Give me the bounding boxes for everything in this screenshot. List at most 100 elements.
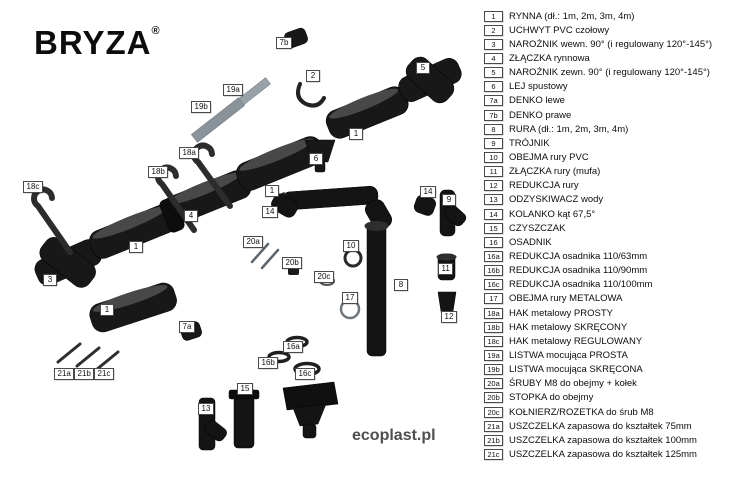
legend-item-number: 17	[484, 293, 503, 305]
legend-item: 7b DENKO prawe	[484, 108, 746, 122]
legend-item: 2 UCHWYT PVC czołowy	[484, 23, 746, 37]
part-label: 11	[438, 263, 454, 275]
legend-item-label: NAROŻNIK wewn. 90° (i regulowany 120°-14…	[509, 38, 713, 50]
legend-item: 20c KOŁNIERZ/ROZETKA do śrub M8	[484, 405, 746, 419]
part-label: 9	[442, 194, 456, 206]
legend-item-label: TRÓJNIK	[509, 137, 550, 149]
part-label: 21c	[94, 368, 114, 380]
legend-item-label: OBEJMA rury PVC	[509, 151, 589, 163]
part-label: 15	[237, 383, 253, 395]
legend-item: 9 TRÓJNIK	[484, 136, 746, 150]
part-label: 1	[100, 304, 114, 316]
part-label: 1	[349, 128, 363, 140]
legend-item-number: 16b	[484, 265, 503, 277]
legend-item-label: CZYSZCZAK	[509, 222, 566, 234]
part-label: 16a	[283, 341, 304, 353]
legend-item-label: OSADNIK	[509, 236, 552, 248]
legend-item-number: 21b	[484, 434, 503, 446]
part-label: 1	[129, 241, 143, 253]
legend-item-label: REDUKCJA osadnika 110/63mm	[509, 250, 648, 262]
legend-item-label: ODZYSKIWACZ wody	[509, 194, 604, 206]
part-label: 7a	[179, 321, 195, 333]
part-label: 21a	[54, 368, 75, 380]
legend-item: 4 ZŁĄCZKA rynnowa	[484, 51, 746, 65]
legend-item-label: ŚRUBY M8 do obejmy + kołek	[509, 378, 637, 390]
legend-item: 17 OBEJMA rury METALOWA	[484, 292, 746, 306]
part-label: 7b	[276, 37, 292, 49]
legend-item: 20a ŚRUBY M8 do obejmy + kołek	[484, 377, 746, 391]
legend-item-label: DENKO prawe	[509, 109, 572, 121]
legend-item-number: 2	[484, 24, 503, 36]
part-label: 3	[43, 274, 57, 286]
part-label: 4	[184, 210, 198, 222]
legend-item: 20b STOPKA do obejmy	[484, 391, 746, 405]
legend-item-label: KOLANKO kąt 67,5°	[509, 208, 596, 220]
watermark: ecoplast.pl	[352, 427, 436, 444]
legend-item-number: 6	[484, 81, 503, 93]
part-label: 16c	[295, 368, 315, 380]
part-label: 10	[343, 240, 359, 252]
legend-item-number: 21a	[484, 420, 503, 432]
legend-item-number: 1	[484, 10, 503, 22]
part-label: 18b	[148, 166, 169, 178]
legend-item-number: 14	[484, 208, 503, 220]
part-label: 18a	[179, 147, 200, 159]
legend-item-label: HAK metalowy REGULOWANY	[509, 335, 643, 347]
diagram-labels: 7b 2 5 19a 19b 1 18a 6 18b 18c 1 14 9 14…	[23, 37, 457, 415]
legend-item-number: 18b	[484, 321, 503, 333]
legend-item-label: HAK metalowy SKRĘCONY	[509, 321, 628, 333]
legend-item: 8 RURA (dł.: 1m, 2m, 3m, 4m)	[484, 122, 746, 136]
legend-item-label: REDUKCJA osadnika 110/100mm	[509, 279, 653, 291]
brand-logo: BRYZA®	[34, 24, 161, 62]
legend-item-number: 18c	[484, 335, 503, 347]
legend-item: 7a DENKO lewe	[484, 94, 746, 108]
legend-item-number: 20a	[484, 378, 503, 390]
legend-item-number: 7a	[484, 95, 503, 107]
part-label: 14	[262, 206, 278, 218]
part-label: 1	[265, 185, 279, 197]
legend-item: 3 NAROŻNIK wewn. 90° (i regulowany 120°-…	[484, 37, 746, 51]
legend-item-number: 16	[484, 236, 503, 248]
legend-item-label: DENKO lewe	[509, 95, 565, 107]
legend-item: 15 CZYSZCZAK	[484, 221, 746, 235]
legend-item-number: 3	[484, 38, 503, 50]
legend-item-number: 15	[484, 222, 503, 234]
legend-item: 18b HAK metalowy SKRĘCONY	[484, 320, 746, 334]
part-label: 5	[416, 62, 430, 74]
legend-item: 16a REDUKCJA osadnika 110/63mm	[484, 249, 746, 263]
legend-item-label: RYNNA (dł.: 1m, 2m, 3m, 4m)	[509, 10, 635, 22]
legend-item: 12 REDUKCJA rury	[484, 179, 746, 193]
legend-item: 16c REDUKCJA osadnika 110/100mm	[484, 278, 746, 292]
legend-item-label: LISTWA mocująca SKRĘCONA	[509, 364, 643, 376]
legend-item-number: 21c	[484, 448, 503, 460]
legend-item-label: OBEJMA rury METALOWA	[509, 293, 623, 305]
brand-name: BRYZA	[34, 24, 152, 61]
legend-item-number: 20b	[484, 392, 503, 404]
legend-item-label: ZŁĄCZKA rury (mufa)	[509, 166, 601, 178]
legend-item-label: LISTWA mocująca PROSTA	[509, 349, 628, 361]
legend-item: 16 OSADNIK	[484, 235, 746, 249]
legend-item-number: 20c	[484, 406, 503, 418]
legend-item-number: 10	[484, 151, 503, 163]
legend-item-label: USZCZELKA zapasowa do kształtek 75mm	[509, 420, 692, 432]
legend-item: 13 ODZYSKIWACZ wody	[484, 193, 746, 207]
legend-item-number: 8	[484, 123, 503, 135]
part-label: 17	[342, 292, 358, 304]
legend-item-number: 7b	[484, 109, 503, 121]
legend-item-label: REDUKCJA osadnika 110/90mm	[509, 265, 648, 277]
part-label: 20c	[314, 271, 334, 283]
legend-item: 11 ZŁĄCZKA rury (mufa)	[484, 165, 746, 179]
legend-item-label: KOŁNIERZ/ROZETKA do śrub M8	[509, 406, 654, 418]
part-label: 6	[309, 153, 323, 165]
legend-item-number: 19a	[484, 349, 503, 361]
legend-item-label: USZCZELKA zapasowa do kształtek 125mm	[509, 448, 697, 460]
legend-item: 1 RYNNA (dł.: 1m, 2m, 3m, 4m)	[484, 9, 746, 23]
legend-item-label: UCHWYT PVC czołowy	[509, 24, 610, 36]
legend-item-number: 19b	[484, 364, 503, 376]
legend-item: 18c HAK metalowy REGULOWANY	[484, 334, 746, 348]
legend-item: 6 LEJ spustowy	[484, 80, 746, 94]
legend-item: 10 OBEJMA rury PVC	[484, 150, 746, 164]
registered-mark: ®	[151, 25, 161, 37]
legend-item: 14 KOLANKO kąt 67,5°	[484, 207, 746, 221]
legend-item-number: 12	[484, 180, 503, 192]
